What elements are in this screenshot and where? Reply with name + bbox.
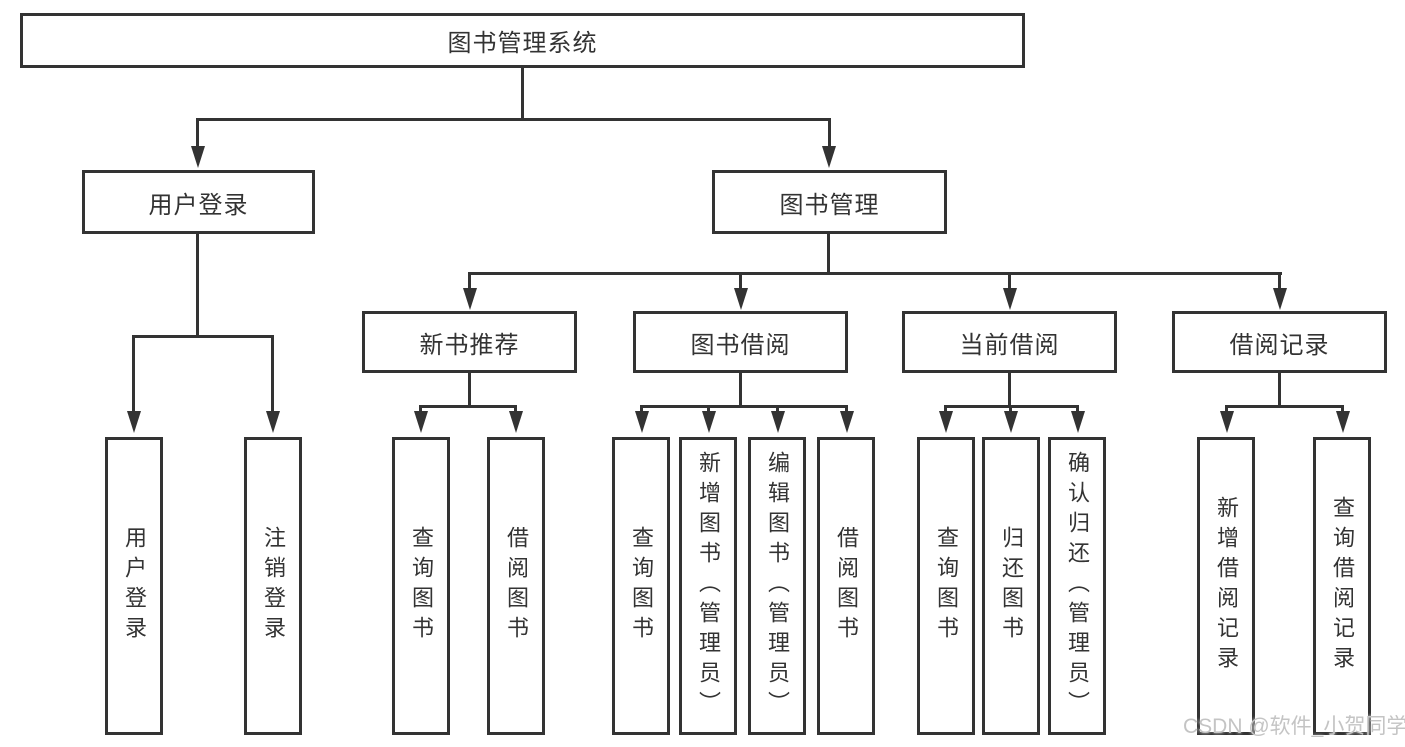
- leaf-add-books-admin-label: 新增图书（管理员）: [696, 451, 721, 721]
- leaf-confirm-return-admin-label: 确认归还（管理员）: [1065, 451, 1090, 721]
- arrow-down-icon: [1071, 411, 1085, 433]
- arrow-down-icon: [702, 411, 716, 433]
- arrow-down-icon: [509, 411, 523, 433]
- node-root: 图书管理系统: [20, 13, 1025, 68]
- leaf-confirm-return-admin: 确认归还（管理员）: [1048, 437, 1106, 735]
- connector-to-user-login-stem: [196, 118, 199, 150]
- connector-level1-branch: [197, 118, 831, 121]
- connector-leaf-stem: [1008, 272, 1011, 292]
- connector-borrowing-stem: [739, 373, 742, 405]
- node-user-login: 用户登录: [82, 170, 315, 234]
- leaf-return-books-label: 归还图书: [999, 526, 1024, 646]
- leaf-query-books-2: 查询图书: [612, 437, 670, 735]
- connector-root-stem: [521, 68, 524, 118]
- node-current-borrowing: 当前借阅: [902, 311, 1117, 373]
- node-user-login-label: 用户登录: [148, 191, 249, 219]
- arrow-down-icon: [127, 411, 141, 433]
- connector-leaf-stem: [514, 405, 517, 415]
- leaf-edit-books-admin-label: 编辑图书（管理员）: [765, 451, 790, 721]
- node-root-label: 图书管理系统: [447, 30, 598, 57]
- arrow-down-icon: [822, 146, 836, 168]
- arrow-down-icon: [1004, 411, 1018, 433]
- connector-user-login-stem: [196, 234, 199, 335]
- connector-book-mgmt-stem: [827, 234, 830, 272]
- connector-leaf-stem: [707, 405, 710, 415]
- leaf-logout-label: 注销登录: [261, 526, 286, 646]
- connector-user-login-branch: [132, 335, 273, 338]
- connector-records-branch: [1225, 405, 1343, 408]
- connector-leaf-stem: [468, 272, 471, 292]
- node-book-management: 图书管理: [712, 170, 947, 234]
- leaf-add-books-admin: 新增图书（管理员）: [679, 437, 737, 735]
- connector-current-stem: [1008, 373, 1011, 405]
- leaf-borrow-books: 借阅图书: [487, 437, 545, 735]
- leaf-edit-books-admin: 编辑图书（管理员）: [748, 437, 806, 735]
- connector-leaf-stem: [419, 405, 422, 415]
- leaf-add-borrow-record: 新增借阅记录: [1197, 437, 1255, 735]
- node-current-borrowing-label: 当前借阅: [959, 331, 1060, 359]
- arrow-down-icon: [1273, 288, 1287, 310]
- connector-leaf-stem: [944, 405, 947, 415]
- connector-leaf-stem: [640, 405, 643, 415]
- arrow-down-icon: [840, 411, 854, 433]
- connector-borrowing-branch: [640, 405, 847, 408]
- connector-leaf-stem: [1341, 405, 1344, 415]
- connector-leaf-stem: [739, 272, 742, 292]
- arrow-down-icon: [771, 411, 785, 433]
- arrow-down-icon: [1220, 411, 1234, 433]
- leaf-borrow-books-2: 借阅图书: [817, 437, 875, 735]
- connector-level3-branch: [468, 272, 1282, 275]
- leaf-user-login: 用户登录: [105, 437, 163, 735]
- leaf-query-books-3-label: 查询图书: [934, 526, 959, 646]
- arrow-down-icon: [635, 411, 649, 433]
- leaf-return-books: 归还图书: [982, 437, 1040, 735]
- arrow-down-icon: [414, 411, 428, 433]
- csdn-watermark: CSDN @软件_小贺同学: [1183, 715, 1405, 738]
- connector-recommend-stem: [468, 373, 471, 405]
- node-borrowing-records-label: 借阅记录: [1229, 331, 1330, 359]
- arrow-down-icon: [266, 411, 280, 433]
- connector-leaf-stem: [1278, 272, 1281, 292]
- connector-leaf-stem: [845, 405, 848, 415]
- leaf-query-books-3: 查询图书: [917, 437, 975, 735]
- connector-leaf-stem: [1076, 405, 1079, 415]
- connector-records-stem: [1278, 373, 1281, 405]
- connector-leaf-stem: [1225, 405, 1228, 415]
- arrow-down-icon: [463, 288, 477, 310]
- arrow-down-icon: [939, 411, 953, 433]
- node-book-management-label: 图书管理: [779, 191, 880, 219]
- node-borrowing-records: 借阅记录: [1172, 311, 1387, 373]
- arrow-down-icon: [734, 288, 748, 310]
- arrow-down-icon: [191, 146, 205, 168]
- node-new-book-recommend: 新书推荐: [362, 311, 577, 373]
- leaf-query-borrow-record: 查询借阅记录: [1313, 437, 1371, 735]
- leaf-query-books-2-label: 查询图书: [629, 526, 654, 646]
- arrow-down-icon: [1003, 288, 1017, 310]
- node-book-borrowing-label: 图书借阅: [690, 331, 791, 359]
- connector-recommend-branch: [419, 405, 517, 408]
- connector-leaf-stem: [271, 335, 274, 415]
- connector-leaf-stem: [1009, 405, 1012, 415]
- connector-leaf-stem: [132, 335, 135, 415]
- leaf-query-books-label: 查询图书: [409, 526, 434, 646]
- leaf-borrow-books-label: 借阅图书: [504, 526, 529, 646]
- connector-leaf-stem: [776, 405, 779, 415]
- leaf-logout: 注销登录: [244, 437, 302, 735]
- leaf-add-borrow-record-label: 新增借阅记录: [1214, 496, 1239, 676]
- leaf-query-books: 查询图书: [392, 437, 450, 735]
- leaf-user-login-label: 用户登录: [122, 526, 147, 646]
- connector-to-book-mgmt-stem: [828, 118, 831, 150]
- node-new-book-recommend-label: 新书推荐: [419, 331, 520, 359]
- leaf-borrow-books-2-label: 借阅图书: [834, 526, 859, 646]
- arrow-down-icon: [1336, 411, 1350, 433]
- node-book-borrowing: 图书借阅: [633, 311, 848, 373]
- leaf-query-borrow-record-label: 查询借阅记录: [1330, 496, 1355, 676]
